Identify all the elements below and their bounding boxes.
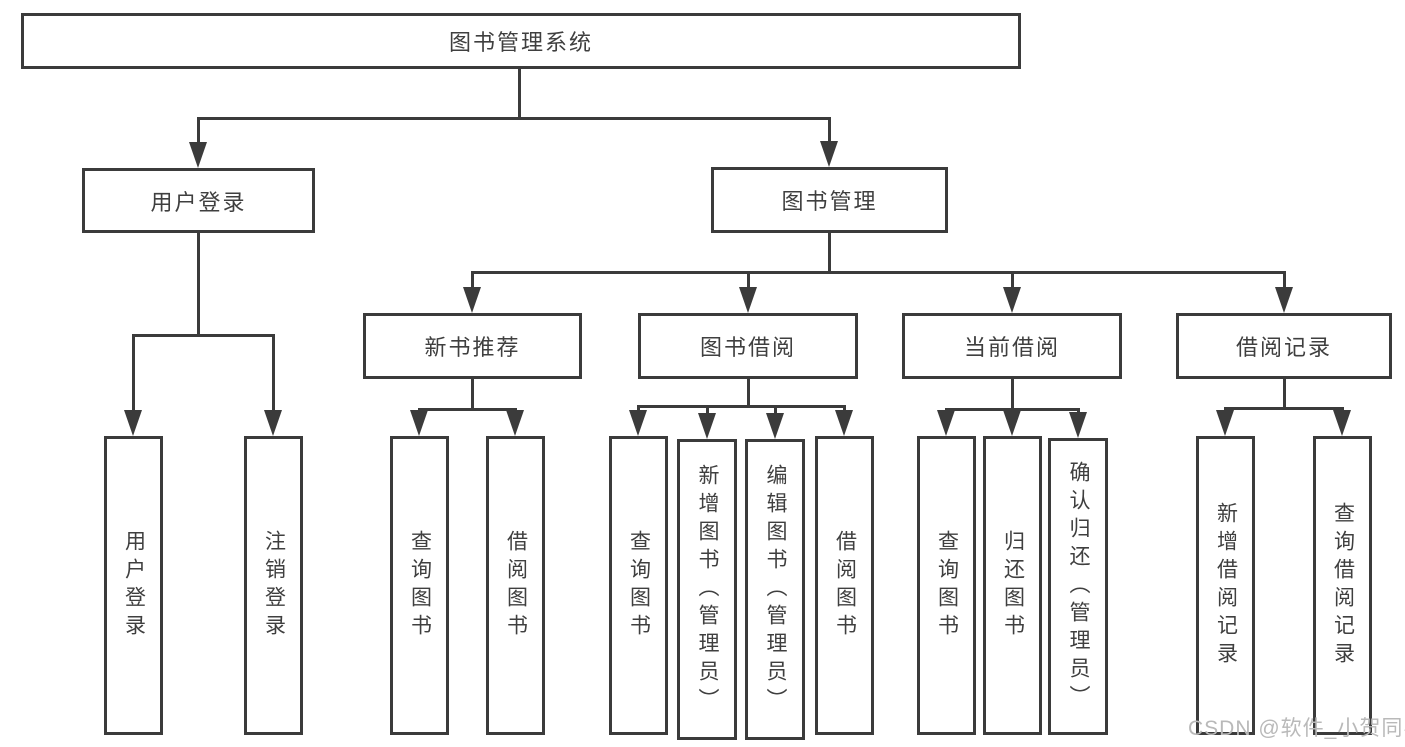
node-leaf-query-book-3: 查询图书	[917, 436, 976, 735]
node-leaf-query-book-2: 查询图书	[609, 436, 668, 735]
node-label-leaf-add-borrow-record: 新增借阅记录	[1214, 501, 1238, 670]
node-label-leaf-edit-book-admin: 编辑图书（管理员）	[764, 463, 787, 716]
node-label-user-login-group: 用户登录	[150, 189, 247, 215]
connector-line	[471, 272, 474, 295]
arrowhead-icon	[739, 287, 757, 313]
node-leaf-confirm-return-admin: 确认归还（管理员）	[1048, 438, 1108, 735]
connector-line	[1011, 379, 1014, 411]
arrowhead-icon	[698, 413, 716, 439]
node-label-leaf-query-book-1: 查询图书	[408, 529, 432, 642]
node-label-leaf-user-login: 用户登录	[122, 529, 146, 642]
node-label-new-book-recommend: 新书推荐	[424, 335, 521, 360]
node-leaf-edit-book-admin: 编辑图书（管理员）	[745, 439, 805, 740]
arrowhead-icon	[1333, 410, 1351, 436]
node-leaf-return-book: 归还图书	[983, 436, 1042, 735]
node-leaf-query-borrow-record: 查询借阅记录	[1313, 436, 1372, 735]
node-user-login-group: 用户登录	[82, 168, 315, 233]
arrowhead-icon	[1003, 410, 1021, 436]
arrowhead-icon	[1275, 287, 1293, 313]
node-current-borrow: 当前借阅	[902, 313, 1122, 379]
connector-line	[471, 379, 474, 411]
watermark: CSDN @软件_小贺同学	[1188, 717, 1405, 740]
arrowhead-icon	[463, 287, 481, 313]
connector-line	[1283, 272, 1286, 295]
node-label-leaf-query-book-3: 查询图书	[935, 529, 959, 642]
connector-line	[471, 271, 1286, 274]
node-borrow-record: 借阅记录	[1176, 313, 1392, 379]
connector-line	[637, 405, 846, 408]
connector-line	[747, 272, 750, 295]
arrowhead-icon	[1216, 410, 1234, 436]
arrowhead-icon	[264, 410, 282, 436]
node-label-book-borrow: 图书借阅	[699, 335, 796, 360]
arrowhead-icon	[1003, 287, 1021, 313]
connector-line	[518, 69, 521, 120]
node-book-borrow: 图书借阅	[638, 313, 858, 379]
connector-line	[1224, 407, 1344, 410]
arrowhead-icon	[410, 410, 428, 436]
arrowhead-icon	[629, 410, 647, 436]
arrowhead-icon	[766, 413, 784, 439]
node-label-leaf-logout: 注销登录	[262, 529, 286, 642]
arrowhead-icon	[937, 410, 955, 436]
arrowhead-icon	[189, 142, 207, 168]
node-leaf-logout: 注销登录	[244, 436, 303, 735]
connector-line	[132, 334, 275, 337]
connector-line	[197, 118, 200, 150]
node-new-book-recommend: 新书推荐	[363, 313, 582, 379]
arrowhead-icon	[835, 410, 853, 436]
arrowhead-icon	[124, 410, 142, 436]
node-label-current-borrow: 当前借阅	[963, 335, 1060, 360]
arrowhead-icon	[1069, 412, 1087, 438]
node-root: 图书管理系统	[21, 13, 1021, 69]
connector-line	[1283, 379, 1286, 410]
arrowhead-icon	[506, 410, 524, 436]
node-label-leaf-borrow-book-1: 借阅图书	[504, 529, 528, 642]
node-label-leaf-confirm-return-admin: 确认归还（管理员）	[1067, 460, 1090, 713]
node-label-leaf-add-book-admin: 新增图书（管理员）	[696, 463, 719, 716]
connector-line	[747, 379, 750, 408]
node-leaf-borrow-book-2: 借阅图书	[815, 436, 874, 735]
node-label-leaf-query-borrow-record: 查询借阅记录	[1331, 501, 1355, 670]
connector-line	[132, 335, 135, 418]
node-leaf-add-borrow-record: 新增借阅记录	[1196, 436, 1255, 735]
connector-line	[418, 408, 517, 411]
connector-line	[272, 335, 275, 418]
connector-line	[197, 233, 200, 337]
node-leaf-query-book-1: 查询图书	[390, 436, 449, 735]
node-label-leaf-query-book-2: 查询图书	[627, 529, 651, 642]
node-label-root: 图书管理系统	[448, 30, 593, 55]
node-label-borrow-record: 借阅记录	[1235, 335, 1332, 360]
node-leaf-add-book-admin: 新增图书（管理员）	[677, 439, 737, 740]
node-book-management: 图书管理	[711, 167, 948, 233]
connector-line	[828, 118, 831, 149]
connector-line	[1011, 272, 1014, 295]
node-leaf-borrow-book-1: 借阅图书	[486, 436, 545, 735]
connector-line	[197, 117, 831, 120]
connector-line	[828, 233, 831, 274]
node-label-leaf-return-book: 归还图书	[1001, 529, 1025, 642]
node-label-leaf-borrow-book-2: 借阅图书	[833, 529, 857, 642]
node-leaf-user-login: 用户登录	[104, 436, 163, 735]
arrowhead-icon	[820, 141, 838, 167]
node-label-book-management: 图书管理	[781, 189, 878, 214]
